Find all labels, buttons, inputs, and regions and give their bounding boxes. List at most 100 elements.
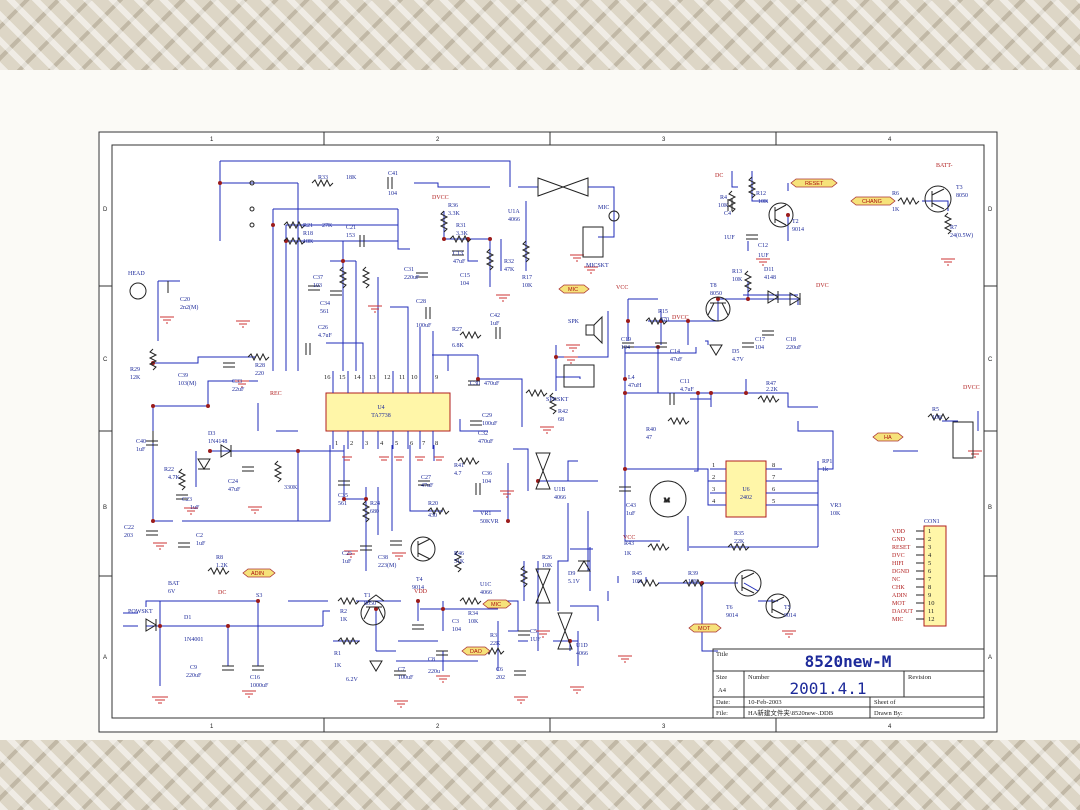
label-r46v: 51K bbox=[454, 559, 465, 565]
label-vr1v: 50KVR bbox=[480, 519, 499, 525]
power-dc-bottom: DC bbox=[218, 590, 226, 596]
col-3-bottom: 3 bbox=[662, 724, 666, 730]
con1-pin-number: 7 bbox=[928, 576, 932, 583]
label-c32: C32 bbox=[478, 431, 488, 437]
u1c-part: 4066 bbox=[480, 590, 492, 596]
tb-revision-label: Revision bbox=[908, 674, 932, 681]
power-batt: BATT- bbox=[936, 163, 952, 169]
label-c29v: 100uF bbox=[482, 421, 498, 427]
label-r7v: 24(0.5W) bbox=[950, 232, 973, 239]
label-t8: T8 bbox=[710, 283, 717, 289]
label-r8v: 1.2K bbox=[216, 563, 229, 569]
con1-signal: MOT bbox=[892, 601, 906, 607]
label-c7v: 100uF bbox=[398, 675, 414, 681]
label-r26v: 10K bbox=[542, 563, 553, 569]
tb-title-label: Title bbox=[716, 651, 728, 658]
label-c17: C17 bbox=[755, 337, 765, 343]
label-c16: C16 bbox=[250, 675, 260, 681]
label-c13v: 47uF bbox=[453, 259, 466, 265]
connectors-misc: M bbox=[129, 180, 974, 602]
net-flags: RESET CHANG MIC HA ADIN MIC MOT DAO REC bbox=[242, 178, 904, 656]
con1-pin-number: 2 bbox=[928, 536, 931, 543]
label-t6: T6 bbox=[726, 605, 733, 611]
label-r27v: 6.8K bbox=[452, 343, 465, 349]
u1a-part: 4066 bbox=[508, 217, 520, 223]
tb-file-label: File: bbox=[716, 710, 728, 717]
row-c-left: C bbox=[103, 357, 108, 363]
label-c9: C9 bbox=[190, 665, 197, 671]
row-d-left: D bbox=[103, 207, 108, 213]
label-r17: R17 bbox=[522, 275, 532, 281]
label-t3: T3 bbox=[956, 185, 963, 191]
label-c13: C13 bbox=[453, 251, 463, 257]
label-d7v: 6.2V bbox=[346, 677, 359, 683]
label-r43v: 1K bbox=[624, 551, 632, 557]
schematic-sheet: 1 2 3 4 1 2 3 4 D C B A D C B A bbox=[98, 131, 998, 733]
label-r2v: 1K bbox=[340, 617, 348, 623]
u4-pin-16: 16 bbox=[324, 374, 331, 381]
u4-pin-5: 5 bbox=[395, 440, 398, 447]
label-r18: R18 bbox=[303, 231, 313, 237]
u4-pin-14: 14 bbox=[354, 374, 361, 381]
label-c19: C19 bbox=[621, 337, 631, 343]
con1-signal: NC bbox=[892, 577, 900, 583]
label-c41v: 104 bbox=[388, 191, 397, 197]
label-c28: C28 bbox=[416, 299, 426, 305]
label-c20: C20 bbox=[180, 297, 190, 303]
power-vcc-top: VCC bbox=[616, 285, 628, 291]
label-r8: R8 bbox=[216, 555, 223, 561]
label-c37v: 103 bbox=[313, 283, 322, 289]
net-mic-flag-top bbox=[558, 284, 590, 294]
net-adin-text: ADIN bbox=[251, 571, 264, 577]
label-c14v: 47uF bbox=[670, 357, 683, 363]
label-r32: R32 bbox=[504, 259, 514, 265]
label-l4: L4 bbox=[628, 375, 635, 381]
label-r21: R21 bbox=[303, 223, 313, 229]
label-c32v: 470uF bbox=[478, 439, 494, 445]
label-r32v: 47K bbox=[504, 267, 515, 273]
capacitors bbox=[146, 177, 774, 676]
col-1-top: 1 bbox=[210, 137, 214, 143]
net-reset-flag bbox=[790, 178, 838, 188]
con1-pin-number: 4 bbox=[928, 552, 932, 559]
label-d1v: 1N4001 bbox=[184, 637, 203, 643]
connector-con1: CON1 bbox=[923, 519, 947, 627]
label-r42: R42 bbox=[558, 409, 568, 415]
label-r1: R1 bbox=[334, 651, 341, 657]
net-ha-flag bbox=[872, 432, 904, 442]
label-c5: C5 bbox=[530, 629, 537, 635]
u6-pin-5: 5 bbox=[772, 498, 775, 505]
tb-date-label: Date: bbox=[716, 699, 730, 706]
u4-pin-6: 6 bbox=[410, 440, 414, 447]
label-c6: C6 bbox=[496, 667, 503, 673]
label-d5v: 4.7V bbox=[732, 357, 745, 363]
label-c16v: 1000uF bbox=[250, 683, 269, 689]
label-r33: R33 bbox=[318, 175, 328, 181]
label-r33v: 18K bbox=[346, 175, 357, 181]
con1-ref: CON1 bbox=[924, 519, 940, 525]
con1-pin-number: 8 bbox=[928, 584, 931, 591]
u4-pin-13: 13 bbox=[369, 374, 376, 381]
net-mot-flag bbox=[688, 623, 722, 633]
label-c11: C11 bbox=[680, 379, 690, 385]
label-r41: R41 bbox=[454, 463, 464, 469]
label-c31: C31 bbox=[404, 267, 414, 273]
label-t1v: 8050 bbox=[364, 601, 376, 607]
label-spkskt: SPKSKT bbox=[546, 397, 569, 403]
label-r7: R7 bbox=[950, 225, 957, 231]
con1-signal: GND bbox=[892, 537, 906, 543]
label-r22v: 4.7K bbox=[168, 475, 181, 481]
con1-pin-number: 11 bbox=[928, 608, 934, 615]
label-r2: R2 bbox=[340, 609, 347, 615]
label-vr3v: 10K bbox=[830, 511, 841, 517]
con1-signal: RESET bbox=[892, 545, 911, 551]
label-c30v: 470uF bbox=[484, 381, 500, 387]
label-r17v: 10K bbox=[522, 283, 533, 289]
label-vr3: VR3 bbox=[830, 503, 841, 509]
resistors bbox=[148, 176, 953, 656]
label-c4: C4 bbox=[724, 211, 731, 217]
label-c7: C7 bbox=[398, 667, 405, 673]
label-c40: C40 bbox=[136, 439, 146, 445]
title-block: Title 8520new-M Size A4 Number 2001.4.1 … bbox=[712, 648, 985, 719]
